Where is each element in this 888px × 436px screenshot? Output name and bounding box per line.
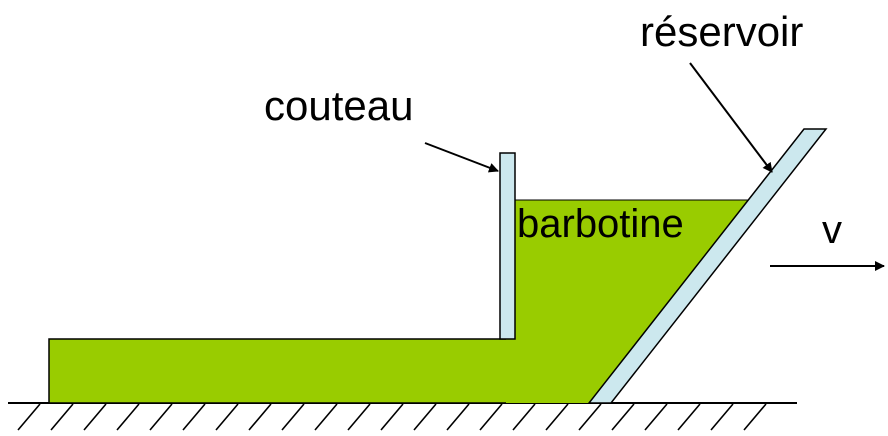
ground-hatch-mark — [17, 403, 41, 431]
ground-hatch-mark — [743, 403, 767, 431]
reservoir-label: réservoir — [640, 8, 803, 55]
reservoir-pointer-arrow — [689, 62, 773, 173]
doctor-blade — [499, 152, 516, 340]
slurry-pool — [506, 200, 756, 403]
ground-hatch-mark — [578, 403, 602, 431]
ground-hatch-mark — [479, 403, 503, 431]
ground-hatch-mark — [281, 403, 305, 431]
ground-hatching — [17, 403, 767, 431]
ground-hatch-mark — [149, 403, 173, 431]
ground-hatch-mark — [545, 403, 569, 431]
reservoir-wall — [587, 128, 828, 404]
ground-hatch-mark — [50, 403, 74, 431]
ground-hatch-mark — [314, 403, 338, 431]
ground-hatch-mark — [248, 403, 272, 431]
ground-hatch-mark — [380, 403, 404, 431]
ground-hatch-mark — [83, 403, 107, 431]
slurry-label: barbotine — [517, 202, 684, 246]
cast-tape-layer — [48, 338, 508, 404]
ground-hatch-mark — [446, 403, 470, 431]
ground-hatch-mark — [215, 403, 239, 431]
ground-hatch-mark — [677, 403, 701, 431]
velocity-label: v — [822, 208, 842, 252]
ground-hatch-mark — [644, 403, 668, 431]
ground-hatch-mark — [512, 403, 536, 431]
ground-hatch-mark — [116, 403, 140, 431]
ground-hatch-mark — [611, 403, 635, 431]
knife-pointer-arrow — [424, 142, 499, 173]
ground-hatch-mark — [347, 403, 371, 431]
ground-hatch-mark — [710, 403, 734, 431]
ground-hatch-mark — [182, 403, 206, 431]
knife-label: couteau — [264, 82, 413, 129]
ground-hatch-mark — [413, 403, 437, 431]
